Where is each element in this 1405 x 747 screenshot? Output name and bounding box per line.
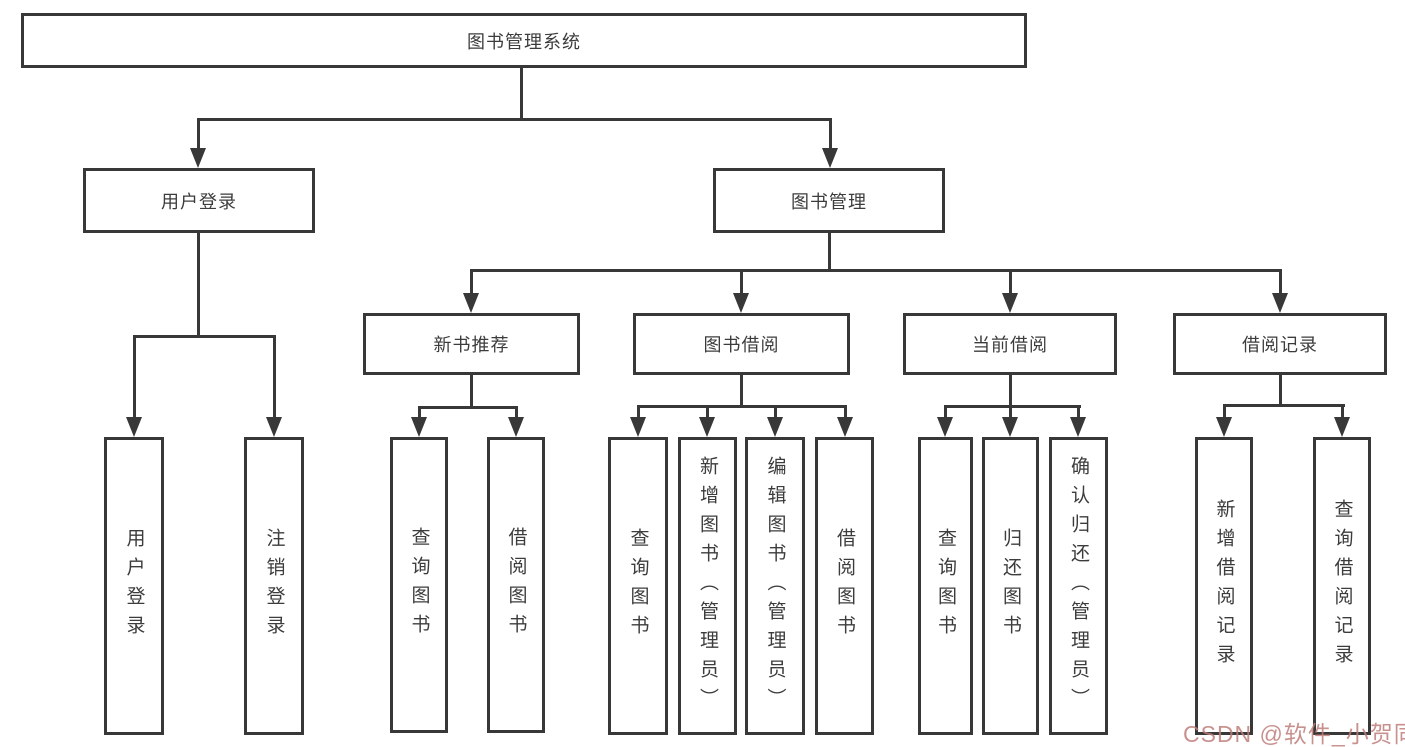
leaf-add-book-admin: 新增图书（管理员） xyxy=(678,437,737,735)
leaf-query-book-borrowing: 查询图书 xyxy=(608,437,668,735)
node-borrowing-records: 借阅记录 xyxy=(1173,313,1387,375)
leaf-logout: 注销登录 xyxy=(244,437,304,735)
leaf-borrow-book-recommend-label: 借阅图书 xyxy=(505,527,527,643)
leaf-add-borrow-record: 新增借阅记录 xyxy=(1195,437,1253,735)
leaf-logout-label: 注销登录 xyxy=(263,528,285,644)
connector-line xyxy=(740,375,743,407)
leaf-query-borrow-record-label: 查询借阅记录 xyxy=(1331,499,1353,673)
connector-line xyxy=(944,405,1081,408)
connector-line xyxy=(774,405,777,421)
arrow-down-icon xyxy=(1216,417,1232,437)
connector-line xyxy=(1223,404,1226,421)
connector-line xyxy=(418,406,518,409)
connector-line xyxy=(197,118,831,121)
arrow-down-icon xyxy=(822,148,838,168)
connector-line xyxy=(829,118,832,152)
node-user-login: 用户登录 xyxy=(83,168,315,233)
connector-line xyxy=(944,405,947,421)
node-new-book-recommend: 新书推荐 xyxy=(363,313,580,375)
connector-line xyxy=(637,405,640,421)
connector-line xyxy=(740,269,743,297)
arrow-down-icon xyxy=(508,417,524,437)
arrow-down-icon xyxy=(266,417,282,437)
leaf-confirm-return-admin-label: 确认归还（管理员） xyxy=(1068,455,1089,717)
leaf-add-borrow-record-label: 新增借阅记录 xyxy=(1213,499,1235,673)
connector-line xyxy=(273,335,276,421)
arrow-down-icon xyxy=(190,148,206,168)
leaf-borrow-book-borrowing-label: 借阅图书 xyxy=(834,528,855,644)
leaf-query-book-current: 查询图书 xyxy=(918,437,973,735)
arrow-down-icon xyxy=(1002,417,1018,437)
node-book-borrowing: 图书借阅 xyxy=(633,313,850,375)
arrow-down-icon xyxy=(733,293,749,313)
connector-line xyxy=(515,406,518,421)
arrow-down-icon xyxy=(126,417,142,437)
arrow-down-icon xyxy=(1272,293,1288,313)
leaf-query-book-recommend: 查询图书 xyxy=(390,437,448,733)
leaf-borrow-book-recommend: 借阅图书 xyxy=(487,437,545,733)
leaf-add-book-admin-label: 新增图书（管理员） xyxy=(697,455,718,717)
leaf-edit-book-admin: 编辑图书（管理员） xyxy=(745,437,805,735)
connector-line xyxy=(1341,404,1344,421)
leaf-user-login: 用户登录 xyxy=(104,437,164,735)
node-new-book-recommend-label: 新书推荐 xyxy=(433,335,510,355)
connector-line xyxy=(706,405,709,421)
watermark: CSDN @软件_小贺同学 xyxy=(1183,721,1405,747)
connector-line xyxy=(1009,405,1012,421)
arrow-down-icon xyxy=(411,417,427,437)
arrow-down-icon xyxy=(837,417,853,437)
arrow-down-icon xyxy=(1002,293,1018,313)
connector-line xyxy=(197,118,200,152)
connector-line xyxy=(637,405,847,408)
arrow-down-icon xyxy=(630,417,646,437)
connector-line xyxy=(133,335,136,421)
node-current-borrowing: 当前借阅 xyxy=(903,313,1117,375)
connector-line xyxy=(1009,375,1012,407)
leaf-return-book: 归还图书 xyxy=(982,437,1039,735)
node-current-borrowing-label: 当前借阅 xyxy=(972,335,1048,355)
leaf-confirm-return-admin: 确认归还（管理员） xyxy=(1049,437,1108,735)
node-user-login-label: 用户登录 xyxy=(161,191,237,212)
connector-line xyxy=(470,269,1282,272)
connector-line xyxy=(1009,269,1012,297)
arrow-down-icon xyxy=(699,417,715,437)
arrow-down-icon xyxy=(767,417,783,437)
node-borrowing-records-label: 借阅记录 xyxy=(1242,335,1318,355)
leaf-query-borrow-record: 查询借阅记录 xyxy=(1313,437,1371,735)
connector-line xyxy=(1279,269,1282,297)
arrow-down-icon xyxy=(463,293,479,313)
arrow-down-icon xyxy=(1334,417,1350,437)
arrow-down-icon xyxy=(1070,417,1086,437)
leaf-return-book-label: 归还图书 xyxy=(1000,528,1021,644)
connector-line xyxy=(1223,404,1345,407)
node-root-label: 图书管理系统 xyxy=(467,31,581,52)
leaf-borrow-book-borrowing: 借阅图书 xyxy=(815,437,874,735)
connector-line xyxy=(418,406,421,421)
connector-line xyxy=(828,233,831,271)
node-root: 图书管理系统 xyxy=(21,13,1027,68)
connector-line xyxy=(520,68,523,120)
connector-line xyxy=(1279,375,1282,406)
leaf-query-book-recommend-label: 查询图书 xyxy=(408,527,430,643)
leaf-user-login-label: 用户登录 xyxy=(123,528,145,644)
node-book-borrowing-label: 图书借阅 xyxy=(703,335,780,355)
leaf-query-book-current-label: 查询图书 xyxy=(935,528,956,644)
leaf-query-book-borrowing-label: 查询图书 xyxy=(627,528,649,644)
arrow-down-icon xyxy=(937,417,953,437)
connector-line xyxy=(197,233,200,337)
connector-line xyxy=(470,375,473,408)
connector-line xyxy=(1077,405,1080,421)
node-book-management: 图书管理 xyxy=(713,168,945,233)
connector-line xyxy=(133,335,276,338)
connector-line xyxy=(844,405,847,421)
leaf-edit-book-admin-label: 编辑图书（管理员） xyxy=(764,455,786,717)
node-book-management-label: 图书管理 xyxy=(791,191,867,212)
connector-line xyxy=(470,269,473,297)
